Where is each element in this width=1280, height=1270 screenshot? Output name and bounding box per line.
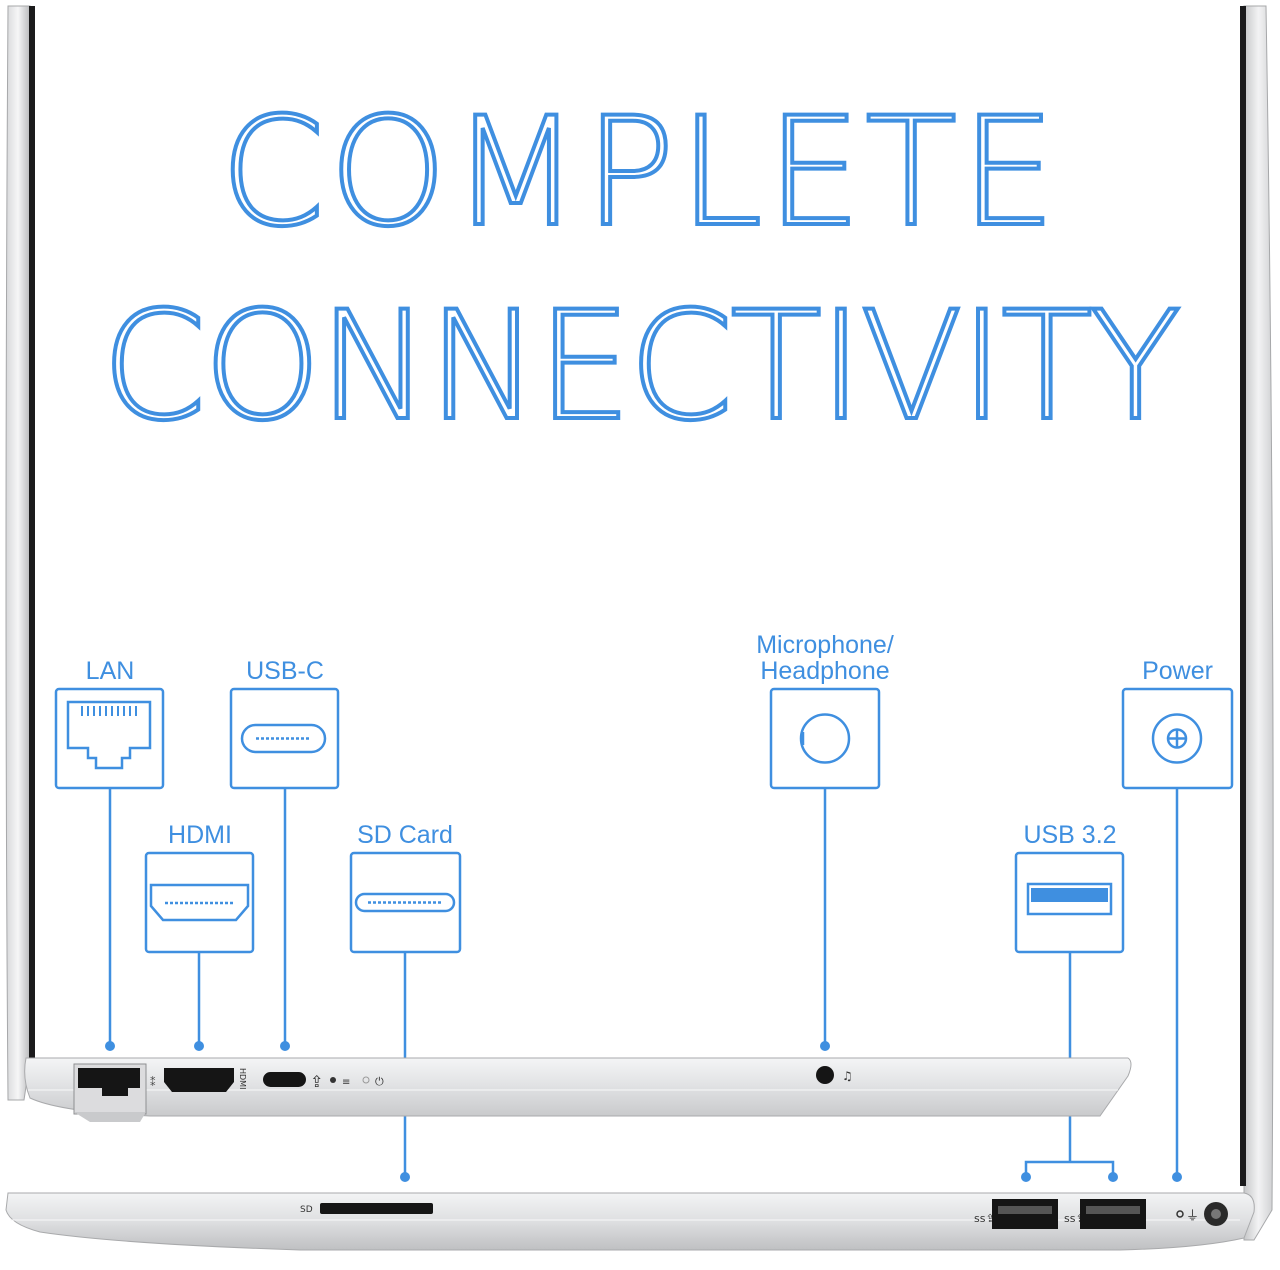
usb-symbol-icon: ⇪ <box>310 1072 323 1091</box>
sd-card-slot <box>320 1203 433 1214</box>
power-led-dot <box>1176 1210 1184 1218</box>
drive-led-icon: ≡ <box>342 1077 350 1088</box>
laptop-right-edge: SD ss⇪ ss⇪ ⏚ <box>5 1192 1255 1251</box>
power-jack-icon <box>1121 687 1234 790</box>
sd-card-icon <box>349 851 462 954</box>
right-bezel <box>1243 5 1274 1241</box>
label-usb-32: USB 3.2 <box>1023 821 1117 849</box>
lan-icon <box>54 687 165 790</box>
ac-power-mark: ⏚ <box>1186 1209 1199 1224</box>
headphone-jack-icon <box>769 687 881 790</box>
leader-dots <box>105 1041 1182 1182</box>
lan-port <box>73 1063 147 1122</box>
sd-slot-label: SD <box>300 1205 313 1215</box>
headphone-jack-port <box>816 1066 834 1084</box>
usb-a-port-1 <box>992 1199 1058 1229</box>
hdmi-icon <box>144 851 255 954</box>
headline-line-1: COMPLETE <box>218 86 1060 260</box>
usb-a-port-2 <box>1080 1199 1146 1229</box>
hdmi-side-label: HDMI <box>238 1068 247 1089</box>
headline-line-2: CONNECTIVITY <box>100 280 1184 454</box>
power-led-icon: ⏻ <box>375 1075 384 1088</box>
label-usb-c: USB-C <box>246 657 324 685</box>
laptop-left-edge: ⁑ HDMI ⇪ ≡ ⏻ ♫ <box>24 1057 1132 1122</box>
label-lan: LAN <box>85 657 135 685</box>
label-audio-line-2: Headphone <box>760 657 890 685</box>
charge-led <box>330 1077 336 1083</box>
label-audio-line-1: Microphone/ <box>756 631 894 659</box>
power-jack-port <box>1204 1202 1228 1226</box>
label-power: Power <box>1142 657 1213 685</box>
hdmi-port <box>164 1068 234 1092</box>
usb-c-icon <box>229 687 340 790</box>
lan-activity-mark: ⁑ <box>150 1076 156 1089</box>
left-bezel <box>5 5 31 1101</box>
label-hdmi: HDMI <box>168 821 232 849</box>
status-led <box>362 1076 370 1084</box>
label-sd-card: SD Card <box>357 821 453 849</box>
usb-a-icon <box>1014 851 1125 954</box>
headset-symbol-icon: ♫ <box>842 1069 853 1083</box>
left-bezel-inner <box>29 6 35 1060</box>
ss-usb-mark-1: ss⇪ <box>974 1212 995 1225</box>
ss-usb-mark-2: ss⇪ <box>1064 1212 1085 1225</box>
right-bezel-inner <box>1240 6 1246 1186</box>
usb-c-port <box>263 1072 306 1087</box>
